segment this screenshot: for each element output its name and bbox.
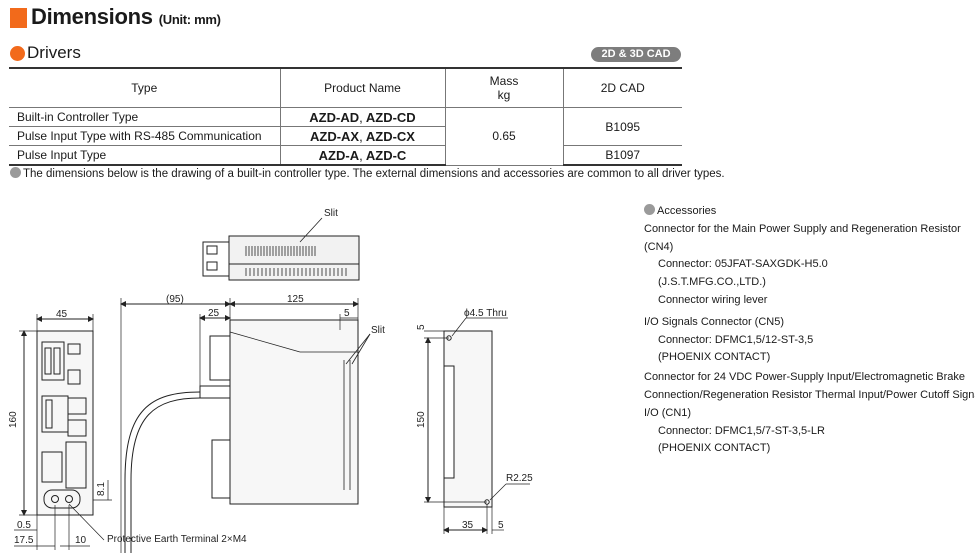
accessory-line: Connector: DFMC1,5/7-ST-3,5-LR bbox=[658, 424, 825, 437]
accessory-line: I/O (CN1) bbox=[644, 406, 692, 419]
dim-25: 25 bbox=[208, 308, 220, 319]
accessories-title: Accessories bbox=[644, 203, 969, 221]
dim-95: (95) bbox=[166, 294, 184, 305]
table-row: Pulse Input Type AZD-A, AZD-C B1097 bbox=[9, 145, 682, 166]
header-type: Type bbox=[9, 67, 281, 108]
accessory-line: (PHOENIX CONTACT) bbox=[658, 442, 771, 455]
section-bullet-icon bbox=[10, 46, 25, 61]
dim-150: 150 bbox=[416, 411, 427, 428]
unit-label: (Unit: mm) bbox=[158, 12, 221, 27]
table-row: Built-in Controller Type AZD-AD, AZD-CD … bbox=[9, 107, 682, 166]
dim-r2-25: R2.25 bbox=[506, 473, 533, 484]
page-title-text: Dimensions bbox=[31, 4, 153, 29]
top-view bbox=[202, 217, 360, 281]
page-title: Dimensions (Unit: mm) bbox=[31, 4, 221, 30]
dimension-drawing: Slit 45 160 8. bbox=[8, 208, 533, 553]
row-type: Pulse Input Type with RS-485 Communicati… bbox=[9, 126, 281, 146]
drawing-note: The dimensions below is the drawing of a… bbox=[10, 167, 725, 180]
accessories-bullet-icon bbox=[644, 204, 655, 215]
cad-download-badge[interactable]: 2D & 3D CAD bbox=[591, 47, 681, 62]
protective-earth-label: Protective Earth Terminal 2×M4 bbox=[107, 534, 247, 545]
accessory-line: (J.S.T.MFG.CO.,LTD.) bbox=[658, 276, 766, 289]
accessory-line: Connector: 05JFAT-SAXGDK-H5.0 bbox=[658, 258, 828, 271]
accessory-line: I/O Signals Connector (CN5) bbox=[644, 315, 784, 328]
product-name-b[interactable]: AZD-C bbox=[365, 147, 407, 163]
dim-35: 35 bbox=[462, 520, 474, 531]
dim-125: 125 bbox=[287, 294, 304, 305]
product-separator: , bbox=[359, 128, 363, 144]
dim-8-1: 8.1 bbox=[96, 482, 107, 496]
dim-0-5: 0.5 bbox=[17, 520, 31, 531]
dim-5-right: 5 bbox=[416, 324, 427, 330]
table-row: Pulse Input Type with RS-485 Communicati… bbox=[9, 126, 682, 146]
product-separator: , bbox=[359, 147, 363, 163]
row-product-name: AZD-AX, AZD-CX bbox=[279, 126, 446, 146]
accessory-line: Connector for the Main Power Supply and … bbox=[644, 222, 961, 235]
accessory-line: Connector: DFMC1,5/12-ST-3,5 bbox=[658, 333, 814, 346]
product-name-b[interactable]: AZD-CX bbox=[365, 128, 415, 144]
slit-label-side: Slit bbox=[371, 325, 385, 336]
drawing-note-text: The dimensions below is the drawing of a… bbox=[23, 168, 725, 180]
side-view bbox=[120, 298, 371, 553]
dim-5-top: 5 bbox=[344, 308, 350, 319]
accessory-line: Connector wiring lever bbox=[658, 293, 768, 306]
accessory-line: Connection/Regeneration Resistor Thermal… bbox=[644, 388, 975, 401]
accessory-line: (PHOENIX CONTACT) bbox=[658, 351, 771, 364]
accessory-line: Connector for 24 VDC Power-Supply Input/… bbox=[644, 371, 965, 384]
front-view bbox=[14, 314, 112, 550]
header-mass-label: Mass bbox=[489, 74, 519, 88]
accessories-panel: Accessories Connector for the Main Power… bbox=[644, 203, 975, 458]
dim-10: 10 bbox=[75, 535, 87, 546]
product-name-a[interactable]: AZD-AD bbox=[309, 109, 360, 125]
section-title: Drivers bbox=[27, 43, 81, 62]
row-product-name: AZD-AD, AZD-CD bbox=[279, 107, 446, 127]
row-type: Built-in Controller Type bbox=[9, 107, 281, 127]
cad-link[interactable]: B1095 bbox=[562, 107, 682, 146]
accessories-title-text: Accessories bbox=[657, 205, 717, 217]
cad-link[interactable]: B1097 bbox=[562, 145, 682, 166]
rear-view bbox=[424, 317, 530, 534]
dim-17-5: 17.5 bbox=[14, 535, 34, 546]
header-mass-unit: kg bbox=[497, 88, 511, 102]
row-type: Pulse Input Type bbox=[9, 145, 281, 166]
row-product-name: AZD-A, AZD-C bbox=[279, 145, 446, 166]
dim-5-bottom: 5 bbox=[498, 520, 504, 531]
product-name-a[interactable]: AZD-AX bbox=[310, 128, 360, 144]
header-cad: 2D CAD bbox=[562, 67, 682, 108]
note-bullet-icon bbox=[10, 167, 21, 178]
product-name-b[interactable]: AZD-CD bbox=[365, 109, 416, 125]
title-marker-icon bbox=[10, 8, 27, 28]
hole-label: ϕ4.5 Thru bbox=[464, 308, 507, 319]
slit-label-top: Slit bbox=[324, 208, 338, 219]
product-name-a[interactable]: AZD-A bbox=[318, 147, 360, 163]
header-product-name: Product Name bbox=[279, 67, 446, 108]
mass-value: 0.65 bbox=[444, 107, 564, 166]
dim-160: 160 bbox=[8, 411, 19, 428]
accessory-line: (CN4) bbox=[644, 240, 674, 253]
dim-45: 45 bbox=[56, 309, 68, 320]
product-separator: , bbox=[359, 109, 363, 125]
